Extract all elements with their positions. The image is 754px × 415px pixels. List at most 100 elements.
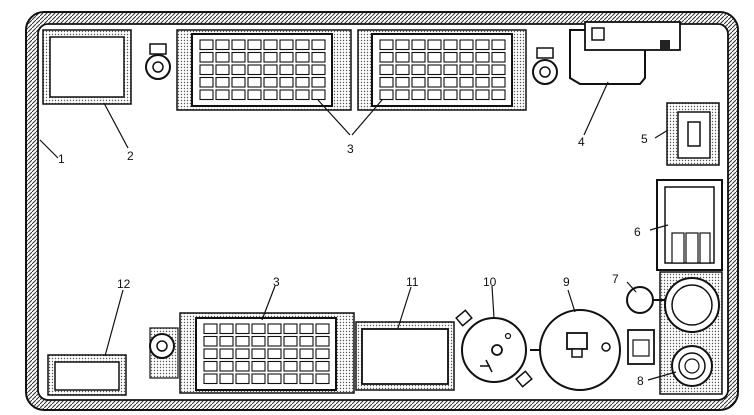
callout-4: 4 [578,135,585,149]
radiator-cell [247,39,262,51]
callout-12: 12 [117,277,131,291]
radiator-cell [215,51,230,63]
radiator-cell [443,51,458,63]
radiator-cell [215,76,230,88]
radiator-cell [379,76,394,88]
radiator-cell [251,373,266,385]
radiator-cell [251,335,266,347]
radiator-cell [411,51,426,63]
radiator-cell [295,89,310,101]
callout-7: 7 [612,272,619,286]
hull-wall [25,11,739,411]
radiator-cell [235,373,250,385]
callout-8: 8 [637,374,644,388]
radiator-cell [247,64,262,76]
radiator-cell [411,64,426,76]
radiator-cell [411,39,426,51]
radiator-cell [443,39,458,51]
radiator-cell [295,51,310,63]
radiator-cell [199,51,214,63]
radiator-cell [299,335,314,347]
radiator-cell [491,64,506,76]
radiator-cell [475,76,490,88]
radiator-cell [315,373,330,385]
callout-9: 9 [563,275,570,289]
radiator-cell [379,51,394,63]
radiator-cell [247,89,262,101]
radiator-cell [295,39,310,51]
radiator-cell [263,39,278,51]
fan-top-right [532,47,558,85]
radiator-cell [279,76,294,88]
radiator-cell [215,39,230,51]
radiator-cell [203,335,218,347]
radiator-cell [215,64,230,76]
radiator-cell [411,76,426,88]
radiator-cell [411,89,426,101]
radiator-cell [267,335,282,347]
radiator-cell [235,323,250,335]
radiator-cell [395,76,410,88]
radiator-cell [251,360,266,372]
box-12 [47,354,127,396]
radiator-cell [251,348,266,360]
drum-9 [530,309,621,391]
callout-5: 5 [641,132,648,146]
radiator-cell [379,39,394,51]
radiator-cell [379,64,394,76]
radiator-cell [263,51,278,63]
radiator-cell [267,323,282,335]
radiator-cell [219,335,234,347]
radiator-cell [295,64,310,76]
radiator-cell [199,89,214,101]
radiator-cell [231,51,246,63]
radiator-cell [443,64,458,76]
radiator-cell [379,89,394,101]
radiator-cell [203,323,218,335]
radiator-cell [311,51,326,63]
radiator-cell [315,360,330,372]
radiator-cell [199,39,214,51]
radiator-cell [299,348,314,360]
radiator-cell [491,39,506,51]
radiator-bottom [179,312,355,394]
radiator-cell [203,373,218,385]
radiator-cell [311,64,326,76]
radiator-cell [443,89,458,101]
radiator-cell [395,39,410,51]
radiator-cell [459,39,474,51]
radiator-cell [263,76,278,88]
radiator-cell [263,64,278,76]
leader-lines [39,81,677,381]
radiator-cell [315,348,330,360]
radiator-cell [475,39,490,51]
radiator-cell [427,89,442,101]
radiator-cell [231,89,246,101]
radiator-cell [235,360,250,372]
radiator-cell [267,373,282,385]
radiator-cell [491,89,506,101]
radiator-cell [283,360,298,372]
radiator-cell [459,89,474,101]
hatch-top-left [42,29,132,105]
callout-10: 10 [483,275,497,289]
radiator-cell [427,51,442,63]
radiator-cell [279,89,294,101]
radiator-cell [315,335,330,347]
radiator-cell [299,373,314,385]
radiator-cell [491,76,506,88]
callout-3-top: 3 [347,142,354,156]
radiator-cell [231,76,246,88]
radiator-top-right [357,29,527,111]
radiator-cell [199,64,214,76]
radiator-cell [459,64,474,76]
radiator-cell [475,89,490,101]
callout-2: 2 [127,149,134,163]
radiator-cell [247,51,262,63]
cabinet-6 [656,179,723,271]
radiator-cell [251,323,266,335]
radiator-cell [459,76,474,88]
radiator-cell [475,51,490,63]
radiator-cell [311,89,326,101]
